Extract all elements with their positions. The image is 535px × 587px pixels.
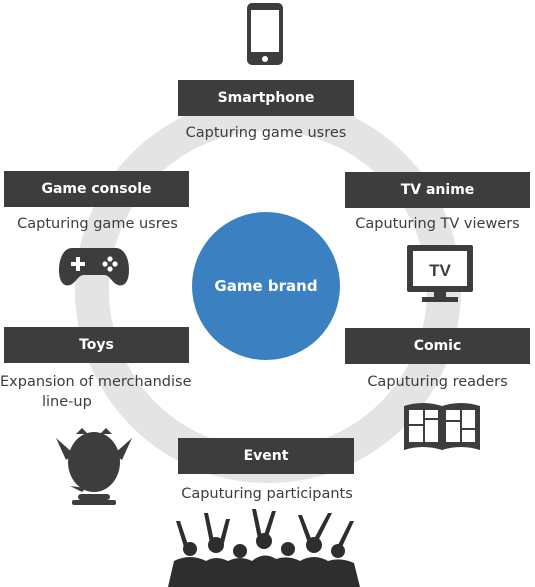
smartphone-label: Smartphone	[217, 90, 315, 106]
game-console-label: Game console	[41, 181, 152, 197]
game-brand-circle: Game brand	[192, 212, 340, 360]
event-desc: Caputuring participants	[181, 486, 353, 502]
tv-icon: TV	[407, 245, 473, 302]
smartphone-node: Smartphone	[178, 80, 354, 116]
toys-desc-line1: Expansion of merchandise	[0, 374, 192, 390]
smartphone-icon	[247, 3, 283, 65]
tv-icon-text: TV	[429, 261, 451, 280]
toys-node: Toys	[4, 327, 189, 363]
gamepad-icon	[59, 248, 129, 286]
crowd-icon	[168, 509, 360, 587]
tv-anime-label: TV anime	[400, 182, 475, 198]
game-brand-label: Game brand	[214, 277, 318, 295]
comic-label: Comic	[413, 338, 462, 354]
toys-desc-line2: line-up	[42, 394, 92, 410]
comic-desc: Caputuring readers	[367, 374, 508, 390]
event-node: Event	[178, 438, 354, 474]
event-label: Event	[243, 448, 289, 464]
tv-anime-node: TV anime	[345, 172, 530, 208]
tv-anime-desc: Caputuring TV viewers	[355, 216, 520, 232]
game-console-desc: Capturing game usres	[17, 216, 178, 232]
toys-desc: Expansion of merchandise line-up	[0, 372, 194, 412]
game-console-node: Game console	[4, 171, 189, 207]
toys-label: Toys	[79, 337, 114, 353]
plush-toy-icon	[56, 428, 132, 505]
comic-book-icon	[404, 403, 480, 450]
comic-node: Comic	[345, 328, 530, 364]
smartphone-desc: Capturing game usres	[185, 125, 347, 141]
